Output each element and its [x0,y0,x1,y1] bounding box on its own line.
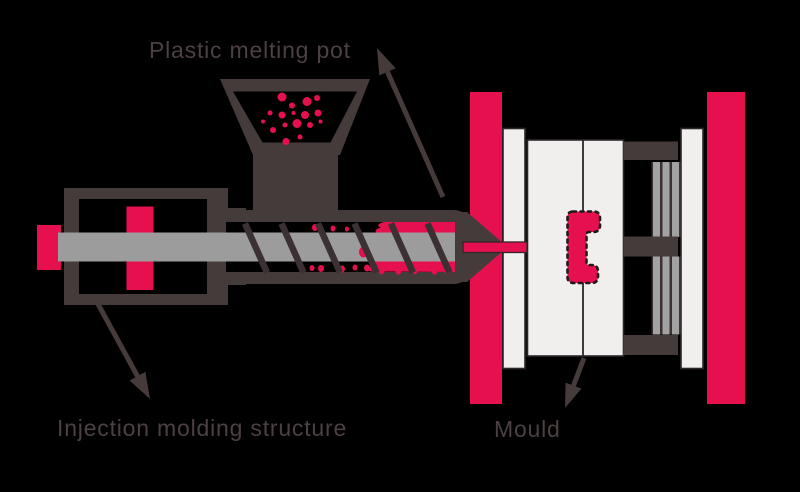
arrow-mould [565,357,587,408]
barrel [58,210,466,284]
molded-part [566,210,602,285]
ejector-spacer-bars [623,141,678,355]
label-mould: Mould [494,416,561,442]
sprue-channel [462,241,528,254]
arrow-melting-pot-head [377,48,396,76]
hopper [220,79,370,213]
screw-flights [242,222,453,274]
hopper-interior [233,91,357,143]
arrow-injection-structure [95,302,150,399]
arrow-mould-head [565,382,582,408]
molten-drips [378,271,450,275]
mould-white-plate-right [680,127,704,370]
arrow-melting-pot [377,48,446,199]
arrow-injection-structure-head [129,371,150,399]
label-injection-structure: Injection molding structure [57,415,347,441]
ejector-pins [651,162,681,335]
rod-end-cap [37,225,61,270]
hopper-throat [253,155,338,213]
mould [470,92,745,404]
mould-red-plate-right [707,92,745,404]
label-melting-pot: Plastic melting pot [149,37,351,63]
plastic-pellets [261,92,323,145]
